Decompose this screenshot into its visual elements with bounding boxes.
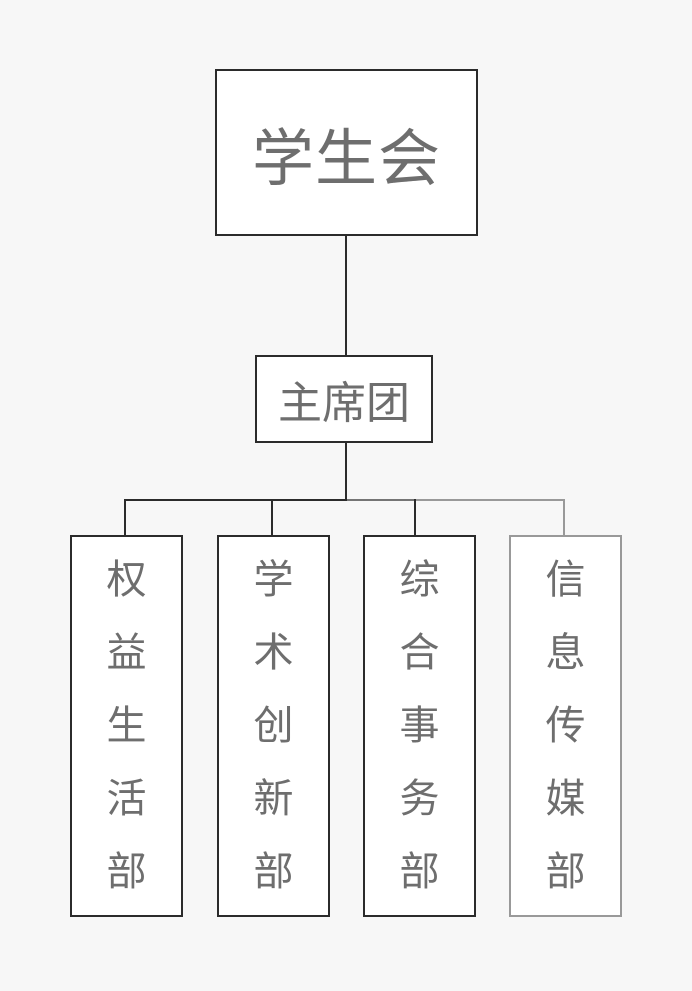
connector-rail-right-segment <box>415 499 565 501</box>
connector-root-to-executive <box>345 236 347 355</box>
org-node-executive-committee-label: 主席团 <box>278 379 410 428</box>
org-node-dept-rights-life: 权益生活部 <box>70 535 183 917</box>
connector-drop-dept-4 <box>563 499 565 535</box>
org-node-dept-information-media: 信息传媒部 <box>509 535 622 917</box>
connector-drop-dept-1 <box>124 499 126 535</box>
org-node-dept-general-affairs-label: 综合事务部 <box>399 557 440 894</box>
org-node-dept-academic-innovation-label: 学术创新部 <box>253 557 294 894</box>
connector-drop-dept-2 <box>271 499 273 535</box>
org-node-dept-academic-innovation: 学术创新部 <box>217 535 330 917</box>
connector-rail-left-segment <box>124 499 347 501</box>
org-node-student-union: 学生会 <box>215 69 478 236</box>
org-node-dept-general-affairs: 综合事务部 <box>363 535 476 917</box>
org-node-dept-information-media-label: 信息传媒部 <box>545 557 586 894</box>
org-node-executive-committee: 主席团 <box>255 355 433 443</box>
connector-drop-dept-3 <box>414 499 416 535</box>
org-node-student-union-label: 学生会 <box>251 124 441 194</box>
connector-executive-to-rail <box>345 443 347 500</box>
connector-rail-middle-segment <box>347 499 415 501</box>
org-node-dept-rights-life-label: 权益生活部 <box>106 557 147 894</box>
